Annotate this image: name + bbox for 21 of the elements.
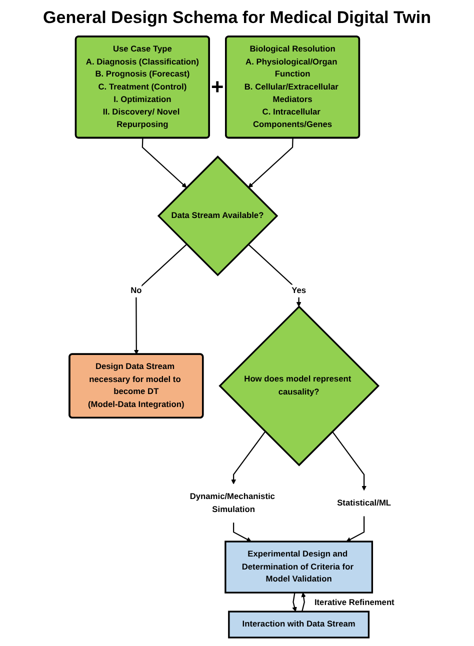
arrow xyxy=(292,592,297,612)
arrow xyxy=(231,431,266,484)
node-text: Statistical/ML xyxy=(337,498,392,508)
arrow xyxy=(301,592,306,612)
arrow xyxy=(134,244,188,355)
arrow xyxy=(248,244,302,307)
node-text: Dynamic/Mechanistic Simulation xyxy=(190,492,276,514)
arrow xyxy=(346,516,365,542)
loop-label: Iterative Refinement xyxy=(314,598,394,606)
node-box: Experimental Design and Determination of Criteria for Model Validation xyxy=(224,540,374,594)
arrow xyxy=(142,138,187,188)
diagram-title: General Design Schema for Medical Digital Twin xyxy=(42,8,432,28)
edge-label: No xyxy=(130,286,142,296)
node-diamond: Data Stream Available? xyxy=(157,156,278,276)
edge-label: Yes xyxy=(292,286,306,296)
arrow xyxy=(248,138,294,188)
node-diamond: How does model represent causality? xyxy=(218,305,380,466)
arrow xyxy=(233,522,252,542)
plus-sign: + xyxy=(211,76,224,98)
node-box: Interaction with Data Stream xyxy=(228,610,370,638)
arrow xyxy=(332,431,367,491)
